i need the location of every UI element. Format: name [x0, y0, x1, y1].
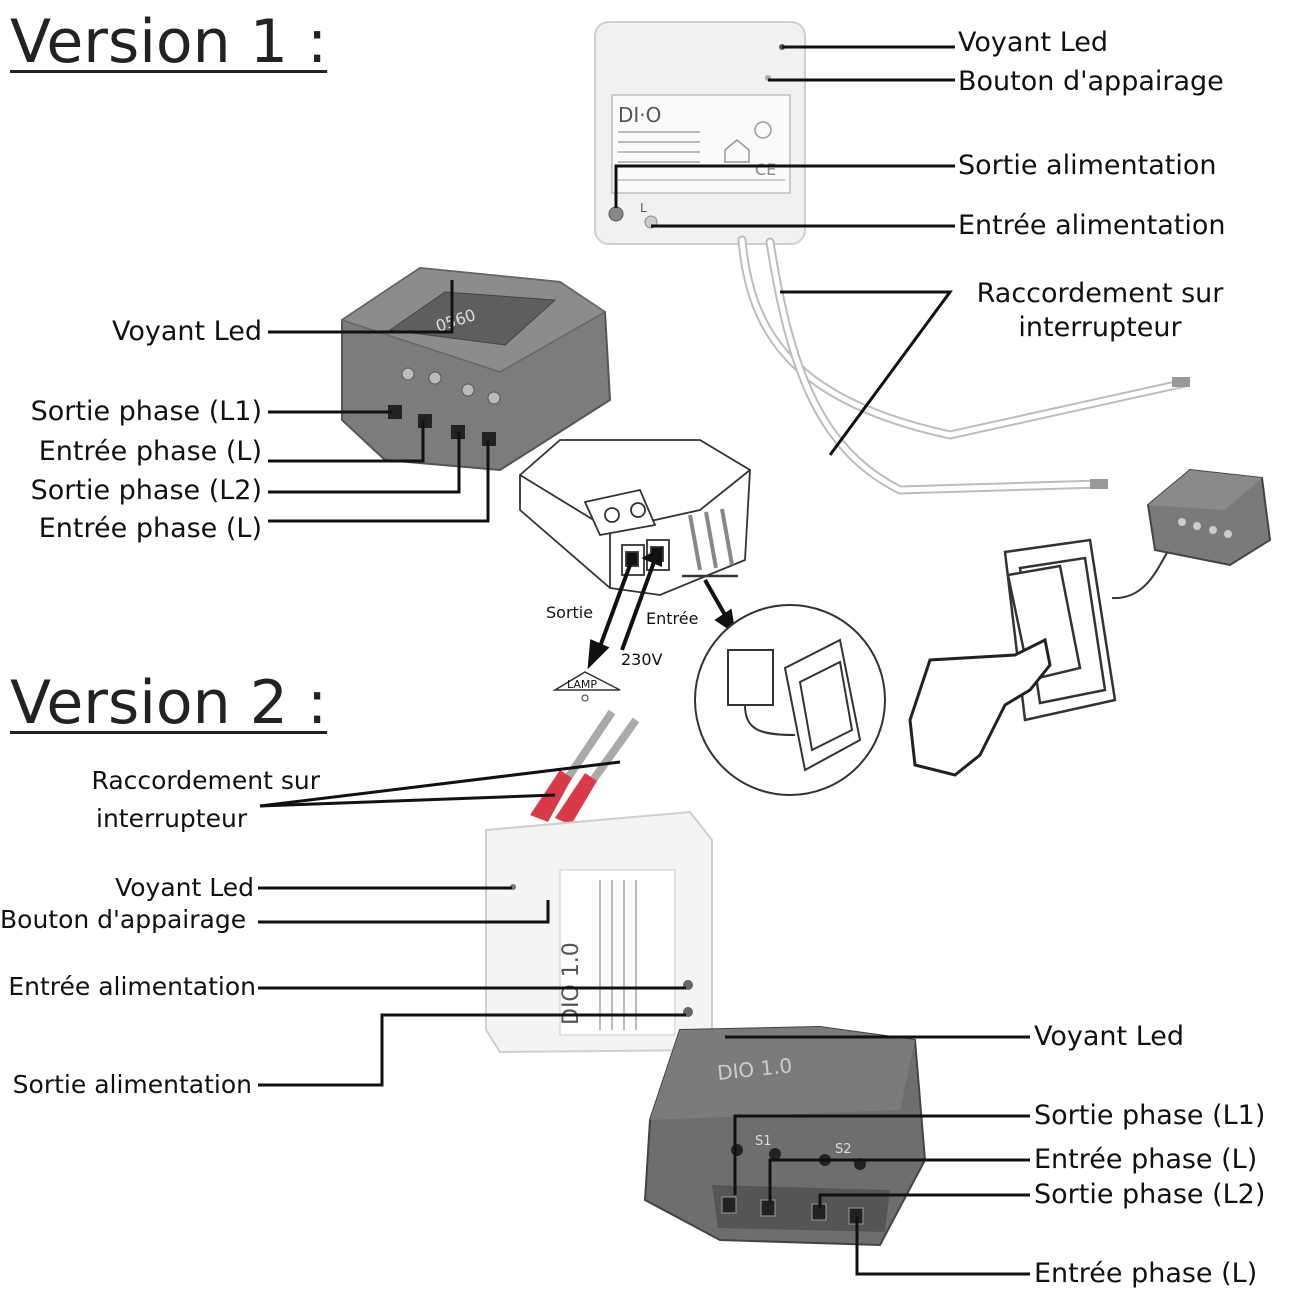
v2-out-power-label: Sortie alimentation: [12, 1070, 252, 1099]
v1-out-l1-label: Sortie phase (L1): [30, 396, 262, 427]
sortie-label: Sortie: [546, 603, 594, 622]
v1-small-module: [1146, 468, 1272, 567]
v1-pair-label: Bouton d'appairage: [958, 66, 1224, 97]
v2-in-l-2-label: Entrée phase (L): [1034, 1258, 1258, 1289]
v2-switch-label-2: interrupteur: [96, 804, 248, 833]
v1-white-brand: DI·O: [618, 103, 661, 127]
entree-label: Entrée: [646, 609, 699, 628]
v1-out-l2-label: Sortie phase (L2): [30, 475, 262, 506]
v2-in-power-label: Entrée alimentation: [8, 972, 256, 1001]
v1-out-power-label: Sortie alimentation: [958, 150, 1217, 181]
leader-lines: [258, 45, 1030, 1276]
version1-heading: Version 1 :: [10, 7, 328, 77]
v2-out-l2-label: Sortie phase (L2): [1034, 1179, 1266, 1210]
lamp-label: LAMP: [567, 678, 597, 691]
v1-white-wires: [737, 235, 1190, 495]
voltage-label: 230V: [621, 650, 663, 669]
svg-text:L: L: [640, 201, 647, 215]
v1-grey-led-label: Voyant Led: [111, 316, 262, 347]
v2-grey-module: DIO 1.0 S1 S2: [643, 1025, 927, 1247]
svg-text:CE: CE: [755, 160, 776, 179]
terminal-s1: S1: [755, 1134, 772, 1149]
terminal-s2: S2: [835, 1142, 852, 1157]
v1-in-l-2-label: Entrée phase (L): [38, 513, 262, 544]
v2-switch-wires: [530, 709, 640, 825]
v1-wiring-sketch: [519, 439, 751, 596]
v1-in-power-label: Entrée alimentation: [958, 210, 1226, 241]
lamp-symbol: LAMP: [552, 671, 621, 702]
v2-out-l1-label: Sortie phase (L1): [1034, 1100, 1266, 1131]
pointing-hand-icon: [908, 637, 1052, 777]
v2-white-brand: DIO 1.0: [559, 942, 584, 1025]
v1-switch-label-2: interrupteur: [1018, 312, 1182, 343]
v1-wiring-arrows: [587, 546, 736, 670]
version2-heading: Version 2 :: [10, 668, 328, 738]
v1-grey-module: 0560: [340, 266, 612, 472]
v2-led-label: Voyant Led: [115, 873, 254, 902]
v1-switch-label-1: Raccordement sur: [976, 278, 1224, 309]
v2-grey-led-label: Voyant Led: [1034, 1021, 1185, 1052]
v2-switch-label-1: Raccordement sur: [91, 766, 321, 795]
v2-pair-label: Bouton d'appairage: [0, 905, 247, 934]
switch-zoom-circle: [694, 604, 886, 796]
v1-led-label: Voyant Led: [958, 27, 1109, 58]
wall-switch: [1003, 538, 1176, 722]
v1-white-module: DI·O CE L: [594, 21, 806, 245]
v1-in-l-label: Entrée phase (L): [38, 436, 262, 467]
v2-in-l-label: Entrée phase (L): [1034, 1144, 1258, 1175]
